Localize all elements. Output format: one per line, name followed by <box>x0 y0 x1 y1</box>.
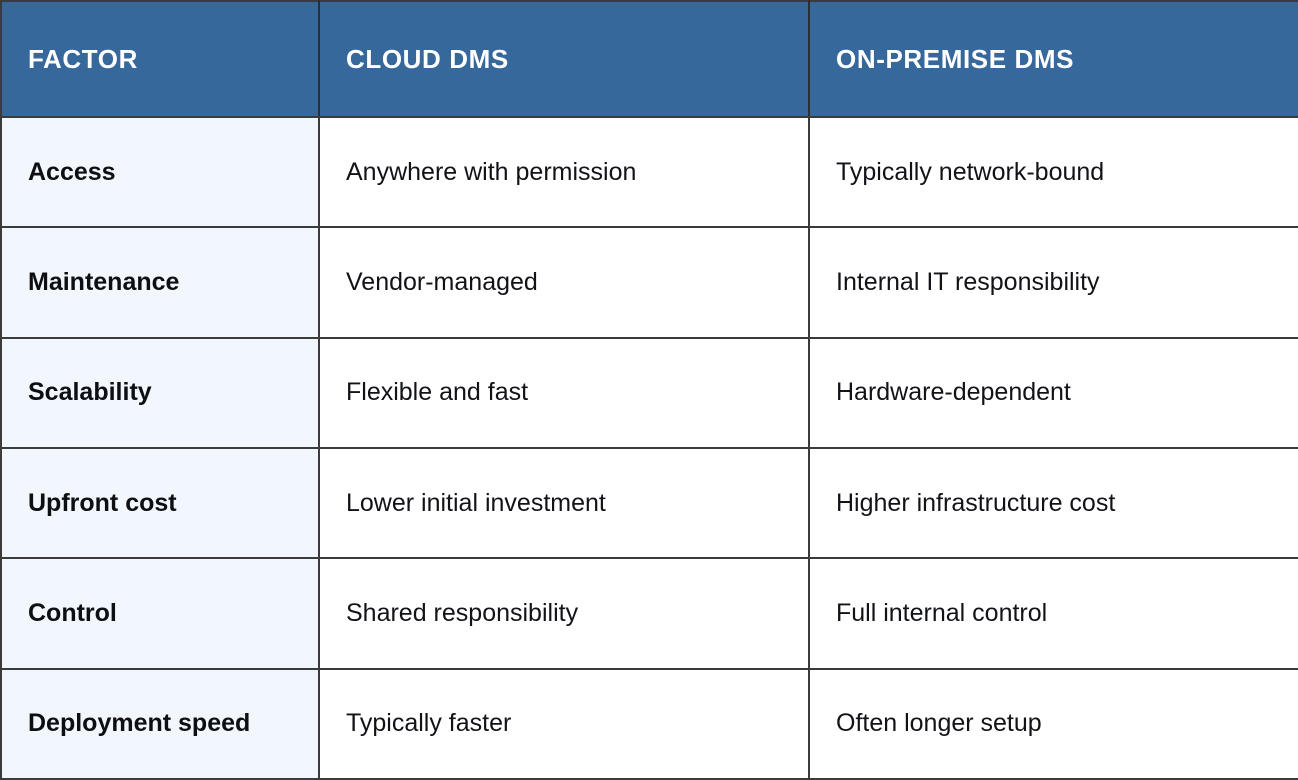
cell-onprem: Internal IT responsibility <box>809 226 1298 338</box>
cell-factor: Deployment speed <box>1 667 320 779</box>
cell-onprem: Often longer setup <box>809 667 1298 779</box>
cell-onprem: Higher infrastructure cost <box>809 446 1298 559</box>
cell-cloud: Anywhere with permission <box>319 117 810 228</box>
cell-cloud: Vendor-managed <box>319 226 810 338</box>
cell-cloud: Flexible and fast <box>319 336 810 448</box>
column-header-cloud-dms: CLOUD DMS <box>319 1 810 118</box>
cell-factor: Upfront cost <box>1 446 320 559</box>
cell-onprem: Hardware-dependent <box>809 336 1298 448</box>
cell-cloud: Shared responsibility <box>319 557 810 669</box>
cell-cloud: Lower initial investment <box>319 446 810 559</box>
table-row: Upfront cost Lower initial investment Hi… <box>1 446 1298 559</box>
table-header: FACTOR CLOUD DMS ON-PREMISE DMS <box>1 1 1298 118</box>
column-header-factor: FACTOR <box>1 1 320 118</box>
table-row: Access Anywhere with permission Typicall… <box>1 117 1298 228</box>
table-row: Scalability Flexible and fast Hardware-d… <box>1 336 1298 448</box>
table-row: Control Shared responsibility Full inter… <box>1 557 1298 669</box>
table-row: Deployment speed Typically faster Often … <box>1 667 1298 779</box>
cell-factor: Maintenance <box>1 226 320 338</box>
column-header-on-premise-dms: ON-PREMISE DMS <box>809 1 1298 118</box>
header-row: FACTOR CLOUD DMS ON-PREMISE DMS <box>1 1 1298 118</box>
cell-onprem: Full internal control <box>809 557 1298 669</box>
table-row: Maintenance Vendor-managed Internal IT r… <box>1 226 1298 338</box>
cell-onprem: Typically network-bound <box>809 117 1298 228</box>
cell-factor: Control <box>1 557 320 669</box>
cell-factor: Access <box>1 117 320 228</box>
table-body: Access Anywhere with permission Typicall… <box>1 117 1298 779</box>
cell-factor: Scalability <box>1 336 320 448</box>
cell-cloud: Typically faster <box>319 667 810 779</box>
